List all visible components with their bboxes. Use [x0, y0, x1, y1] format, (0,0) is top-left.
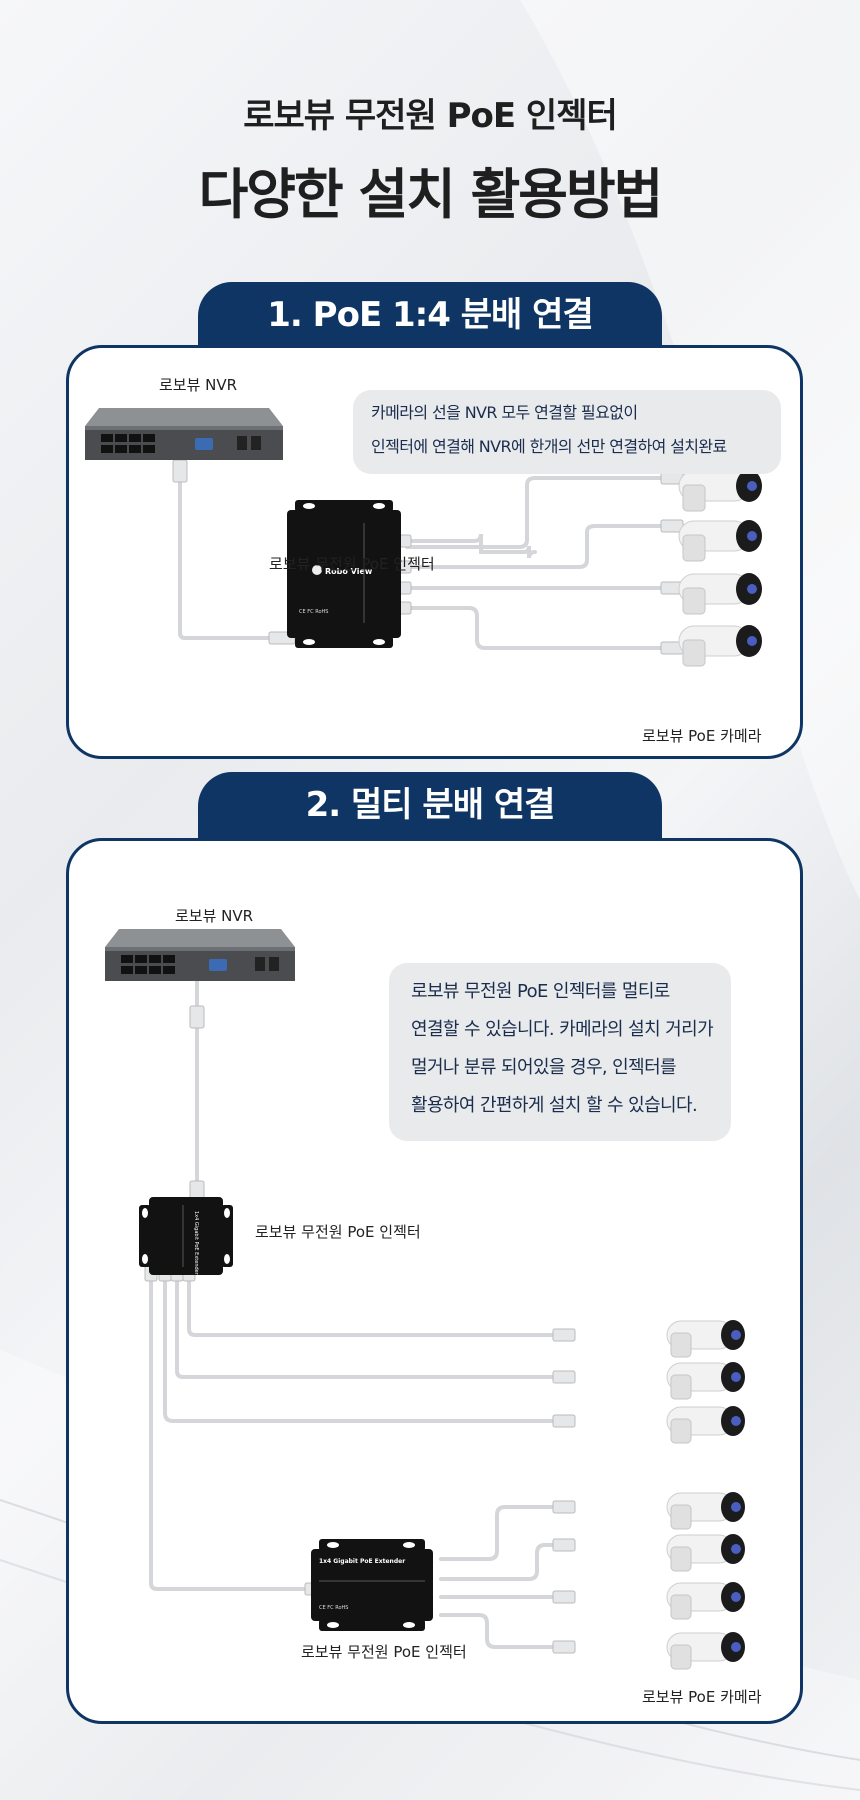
svg-text:1x4 Gigabit PoE Extender: 1x4 Gigabit PoE Extender	[319, 1558, 405, 1565]
section1-note: 카메라의 선을 NVR 모두 연결할 필요없이 인젝터에 연결해 NVR에 한개…	[353, 390, 781, 474]
injector-brand-text: Robo View	[325, 567, 373, 576]
section2-note-line3: 멀거나 분류 되어있을 경우, 인젝터를	[411, 1057, 677, 1078]
camera-label-2: 로보뷰 PoE 카메라	[642, 1688, 762, 1706]
camera-group-2	[666, 1320, 745, 1670]
section2-note-line4: 활용하여 간편하게 설치 할 수 있습니다.	[411, 1095, 698, 1116]
camera-1-2	[678, 520, 762, 562]
section2-panel: 1x4 Gigabit PoE Extender 1x4 Gigabit PoE…	[66, 838, 803, 1724]
section2-note-line1: 로보뷰 무전원 PoE 인젝터를 멀티로	[411, 981, 670, 1002]
camera-1-3	[678, 573, 762, 615]
svg-text:CE FC RoHS: CE FC RoHS	[319, 1605, 348, 1611]
injector-device-1: Robo View CE FC RoHS	[287, 500, 401, 648]
injector-device-2b: 1x4 Gigabit PoE Extender CE FC RoHS	[311, 1539, 433, 1631]
camera-2-5	[666, 1534, 745, 1572]
section1-panel: Robo View CE FC RoHS	[66, 345, 803, 759]
injector-label-2b: 로보뷰 무전원 PoE 인젝터	[301, 1643, 467, 1661]
camera-1-1	[678, 470, 762, 512]
section1-diagram: Robo View CE FC RoHS	[85, 408, 762, 667]
camera-2-2	[666, 1362, 745, 1400]
nvr-label-2: 로보뷰 NVR	[175, 907, 254, 925]
injector-label-1: 로보뷰 무전원 PoE 인젝터	[269, 555, 435, 573]
section1-note-line2: 인젝터에 연결해 NVR에 한개의 선만 연결하여 설치완료	[371, 437, 727, 456]
nvr-device-1	[85, 408, 283, 460]
injector-device-2a: 1x4 Gigabit PoE Extender	[139, 1197, 233, 1276]
section1-tab: 1. PoE 1:4 분배 연결	[198, 282, 662, 352]
camera-2-1	[666, 1320, 745, 1358]
camera-2-4	[666, 1492, 745, 1530]
nvr-device-2	[105, 929, 295, 981]
svg-text:1x4 Gigabit PoE Extender: 1x4 Gigabit PoE Extender	[193, 1211, 199, 1276]
camera-1-4	[678, 625, 762, 667]
section1-note-line1: 카메라의 선을 NVR 모두 연결할 필요없이	[371, 403, 638, 422]
nvr-label-1: 로보뷰 NVR	[159, 376, 238, 394]
section2-tab: 2. 멀티 분배 연결	[198, 772, 662, 842]
page-subtitle: 로보뷰 무전원 PoE 인젝터	[243, 96, 618, 136]
svg-text:CE FC RoHS: CE FC RoHS	[299, 609, 328, 615]
camera-2-6	[666, 1582, 745, 1620]
injector-label-2a: 로보뷰 무전원 PoE 인젝터	[255, 1223, 421, 1241]
section2-diagram: 1x4 Gigabit PoE Extender 1x4 Gigabit PoE…	[105, 929, 745, 1670]
camera-2-7	[666, 1632, 745, 1670]
section2-note-line2: 연결할 수 있습니다. 카메라의 설치 거리가	[411, 1019, 714, 1040]
section2-note: 로보뷰 무전원 PoE 인젝터를 멀티로 연결할 수 있습니다. 카메라의 설치…	[389, 963, 731, 1141]
camera-group-1	[678, 470, 762, 667]
camera-2-3	[666, 1406, 745, 1444]
page-title: 다양한 설치 활용방법	[198, 163, 664, 226]
camera-label-1: 로보뷰 PoE 카메라	[642, 727, 762, 745]
